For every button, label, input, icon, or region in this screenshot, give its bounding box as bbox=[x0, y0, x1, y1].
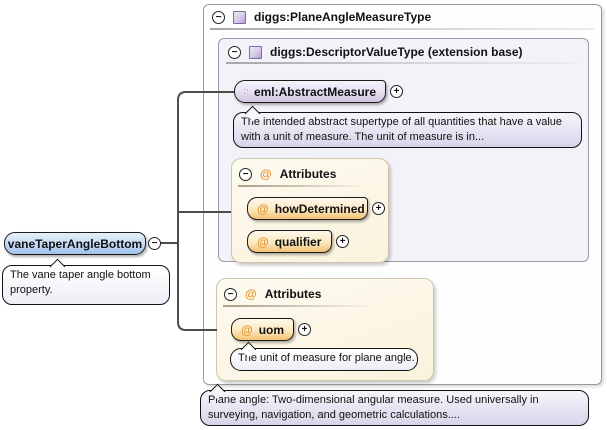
attribute-at-icon: @ bbox=[257, 234, 269, 249]
collapse-toggle-icon[interactable]: − bbox=[228, 45, 241, 59]
attribute-at-icon: @ bbox=[245, 287, 257, 301]
attributes-title: Attributes bbox=[279, 167, 337, 181]
property-annotation-text: The vane taper angle bottom property. bbox=[10, 269, 151, 297]
attribute-pill-uom[interactable]: @ uom bbox=[231, 318, 294, 341]
expand-toggle-icon[interactable]: + bbox=[298, 323, 311, 336]
type-annotation-text: Plane angle: Two-dimensional angular mea… bbox=[208, 394, 539, 422]
expand-toggle-icon[interactable]: + bbox=[390, 85, 403, 98]
attribute-label: qualifier bbox=[274, 234, 322, 249]
element-annotation-bubble: The intended abstract supertype of all q… bbox=[233, 112, 582, 148]
property-label: vaneTaperAngleBottom bbox=[7, 236, 143, 251]
attribute-label: howDetermined bbox=[274, 201, 365, 216]
attribute-pill-qualifier[interactable]: @ qualifier bbox=[247, 230, 332, 253]
complex-type-icon bbox=[233, 10, 246, 24]
element-icon bbox=[244, 89, 248, 94]
complex-type-header: − diggs:PlaneAngleMeasureType bbox=[212, 9, 431, 25]
header-separator bbox=[238, 185, 370, 187]
attribute-pill-howdetermined[interactable]: @ howDetermined bbox=[247, 197, 368, 220]
attribute-label: uom bbox=[258, 322, 285, 337]
uom-annotation-text: The unit of measure for plane angle. bbox=[238, 352, 415, 364]
attribute-at-icon: @ bbox=[241, 322, 253, 337]
collapse-toggle-icon[interactable]: − bbox=[224, 287, 237, 301]
header-separator bbox=[210, 28, 594, 30]
collapse-connector-icon[interactable]: − bbox=[148, 237, 161, 250]
element-label: eml:AbstractMeasure bbox=[253, 84, 376, 99]
extension-base-label: diggs:DescriptorValueType (extension bas… bbox=[270, 45, 523, 59]
attribute-at-icon: @ bbox=[260, 167, 272, 181]
attributes-header: − @ Attributes bbox=[239, 166, 336, 182]
attribute-at-icon: @ bbox=[257, 201, 269, 216]
expand-toggle-icon[interactable]: + bbox=[336, 235, 349, 248]
element-pill-abstract-measure[interactable]: eml:AbstractMeasure bbox=[234, 80, 386, 103]
extension-base-header: − diggs:DescriptorValueType (extension b… bbox=[228, 44, 523, 60]
collapse-toggle-icon[interactable]: − bbox=[239, 167, 252, 181]
element-annotation-text: The intended abstract supertype of all q… bbox=[241, 116, 563, 144]
property-annotation-bubble: The vane taper angle bottom property. bbox=[2, 265, 170, 305]
header-separator bbox=[223, 305, 375, 307]
type-annotation-bubble: Plane angle: Two-dimensional angular mea… bbox=[200, 390, 589, 426]
attributes-header: − @ Attributes bbox=[224, 286, 321, 302]
complex-type-icon bbox=[249, 45, 262, 59]
uom-annotation-bubble: The unit of measure for plane angle. bbox=[230, 348, 418, 371]
property-pill-vanetaperanglebottom[interactable]: vaneTaperAngleBottom bbox=[4, 232, 146, 255]
header-separator bbox=[226, 62, 578, 64]
complex-type-label: diggs:PlaneAngleMeasureType bbox=[254, 10, 432, 24]
collapse-toggle-icon[interactable]: − bbox=[212, 10, 225, 24]
attributes-title: Attributes bbox=[264, 287, 322, 301]
expand-toggle-icon[interactable]: + bbox=[372, 202, 385, 215]
